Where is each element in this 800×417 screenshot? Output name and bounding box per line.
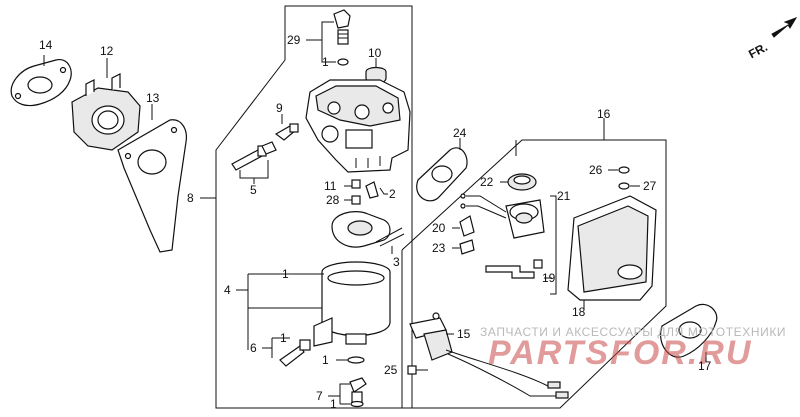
watermark-logo: PARTSFOR.RU [488,334,752,372]
part-number-label: 16 [597,107,611,121]
float [331,211,405,248]
solenoid-cover [567,195,657,301]
part-number-label: 9 [276,101,283,115]
carburetor-body [305,79,411,173]
part-number-label: 1 [322,353,329,367]
fuel-cut-solenoid [409,312,569,399]
jet-parts [351,179,379,205]
insulator [71,73,141,151]
solenoid-valve [460,193,545,239]
part-number-label: 28 [326,193,340,207]
part-number-label: 20 [432,221,446,235]
pilot-screw [274,123,299,141]
part-number-label: 19 [542,271,556,285]
part-number-label: 1 [330,397,337,411]
part-number-label: 23 [432,241,446,255]
grommet [507,173,537,191]
top-screw [333,9,351,66]
part-number-label: 1 [280,331,287,345]
screw-25 [407,365,428,375]
part-number-label: 21 [557,189,571,203]
bowl-bolt [349,377,367,408]
part-number-label: 1 [322,55,329,69]
part-number-label: 1 [282,267,289,281]
part-number-label: 15 [457,327,471,341]
plate-gasket [117,119,187,253]
part-number-label: 24 [0,0,14,3]
direction-arrow-icon: FR. [746,17,798,61]
nuts [618,166,630,190]
gasket-left [10,58,72,107]
part-number-label: 22 [480,175,494,189]
part-number-label: 5 [250,183,257,197]
drain-screw [279,339,311,367]
clamp [459,215,475,255]
part-number-label: 2 [389,187,396,201]
part-number-label: 25 [384,363,398,377]
float-bowl [313,261,391,347]
part-number-label: 3 [393,255,400,269]
part-number-label: 11 [324,179,337,193]
carburetor-assembly-frame [215,5,413,409]
part-number-label: 18 [572,305,586,319]
part-number-label: 17 [698,359,712,373]
washer [347,356,365,364]
part-number-label: 27 [643,179,657,193]
gasket-right [660,303,718,358]
bolt-set [231,141,277,171]
part-number-label: 14 [39,38,53,52]
part-number-label: 24 [453,126,467,140]
part-number-label: 7 [316,389,323,403]
part-number-label: 6 [250,341,257,355]
part-number-label: 29 [287,33,301,47]
gasket-middle [416,147,468,202]
solenoid-bracket [485,259,543,279]
part-number-label: 13 [146,91,160,105]
solenoid-kit-frame [401,139,667,409]
part-number-label: 4 [224,283,231,297]
part-number-label: 26 [589,163,603,177]
part-number-label: 8 [187,191,194,205]
watermark-caption: ЗАПЧАСТИ И АКСЕССУАРЫ ДЛЯ МОТОТЕХНИКИ [480,325,786,339]
direction-label: FR. [746,40,770,61]
part-number-label: 12 [100,44,114,58]
part-number-label: 10 [368,46,382,60]
